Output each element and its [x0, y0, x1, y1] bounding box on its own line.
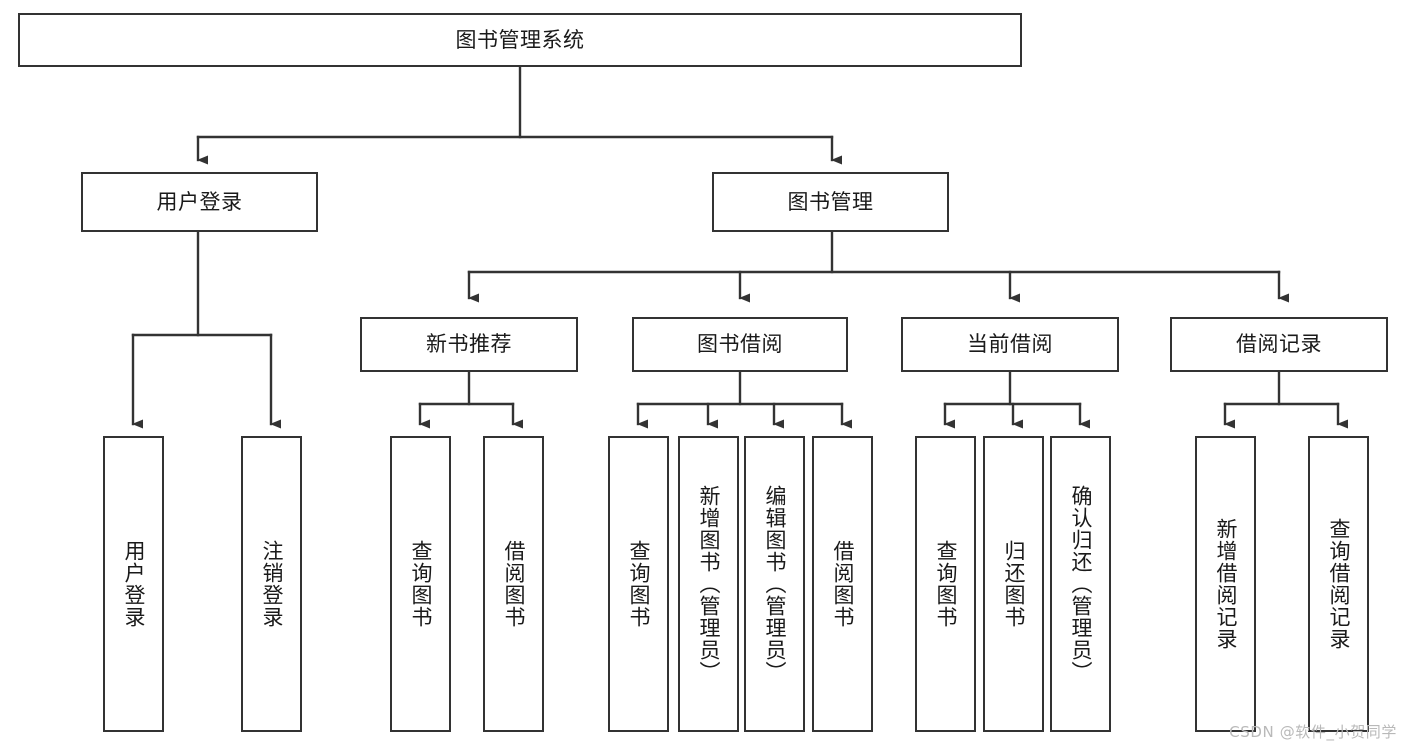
leaf-br-add-record[interactable]: 新增借阅记录: [1195, 436, 1256, 732]
node-new-book-recommend[interactable]: 新书推荐: [360, 317, 578, 372]
node-book-management-label: 图书管理: [787, 189, 874, 214]
leaf-bb-borrow-book[interactable]: 借阅图书: [812, 436, 873, 732]
leaf-bb-borrow-book-label: 借阅图书: [830, 540, 855, 628]
node-current-borrow[interactable]: 当前借阅: [901, 317, 1119, 372]
leaf-new-book-query-label: 查询图书: [408, 540, 433, 628]
leaf-cb-return-book-label: 归还图书: [1001, 540, 1026, 628]
node-root[interactable]: 图书管理系统: [18, 13, 1022, 67]
node-user-login[interactable]: 用户登录: [81, 172, 318, 232]
leaf-new-book-query[interactable]: 查询图书: [390, 436, 451, 732]
node-user-login-label: 用户登录: [156, 189, 243, 214]
leaf-logout[interactable]: 注销登录: [241, 436, 302, 732]
leaf-cb-return-book[interactable]: 归还图书: [983, 436, 1044, 732]
leaf-br-add-record-label: 新增借阅记录: [1213, 518, 1238, 650]
node-current-borrow-label: 当前借阅: [967, 332, 1053, 357]
node-borrow-record[interactable]: 借阅记录: [1170, 317, 1388, 372]
leaf-bb-add-book[interactable]: 新增图书（管理员）: [678, 436, 739, 732]
node-new-book-recommend-label: 新书推荐: [426, 332, 512, 357]
leaf-bb-query-book[interactable]: 查询图书: [608, 436, 669, 732]
leaf-cb-query-book[interactable]: 查询图书: [915, 436, 976, 732]
leaf-bb-add-book-label: 新增图书（管理员）: [696, 485, 721, 683]
leaf-new-book-borrow-label: 借阅图书: [501, 540, 526, 628]
node-root-label: 图书管理系统: [455, 27, 585, 52]
node-book-management[interactable]: 图书管理: [712, 172, 949, 232]
leaf-new-book-borrow[interactable]: 借阅图书: [483, 436, 544, 732]
leaf-cb-confirm-return[interactable]: 确认归还（管理员）: [1050, 436, 1111, 732]
leaf-user-login[interactable]: 用户登录: [103, 436, 164, 732]
leaf-bb-edit-book-label: 编辑图书（管理员）: [762, 485, 787, 683]
leaf-br-query-record-label: 查询借阅记录: [1326, 518, 1351, 650]
leaf-user-login-label: 用户登录: [121, 540, 146, 628]
leaf-cb-query-book-label: 查询图书: [933, 540, 958, 628]
leaf-bb-edit-book[interactable]: 编辑图书（管理员）: [744, 436, 805, 732]
node-borrow-record-label: 借阅记录: [1236, 332, 1322, 357]
leaf-bb-query-book-label: 查询图书: [626, 540, 651, 628]
leaf-logout-label: 注销登录: [259, 540, 284, 628]
leaf-br-query-record[interactable]: 查询借阅记录: [1308, 436, 1369, 732]
node-book-borrow-label: 图书借阅: [697, 332, 783, 357]
leaf-cb-confirm-return-label: 确认归还（管理员）: [1068, 485, 1093, 683]
node-book-borrow[interactable]: 图书借阅: [632, 317, 848, 372]
